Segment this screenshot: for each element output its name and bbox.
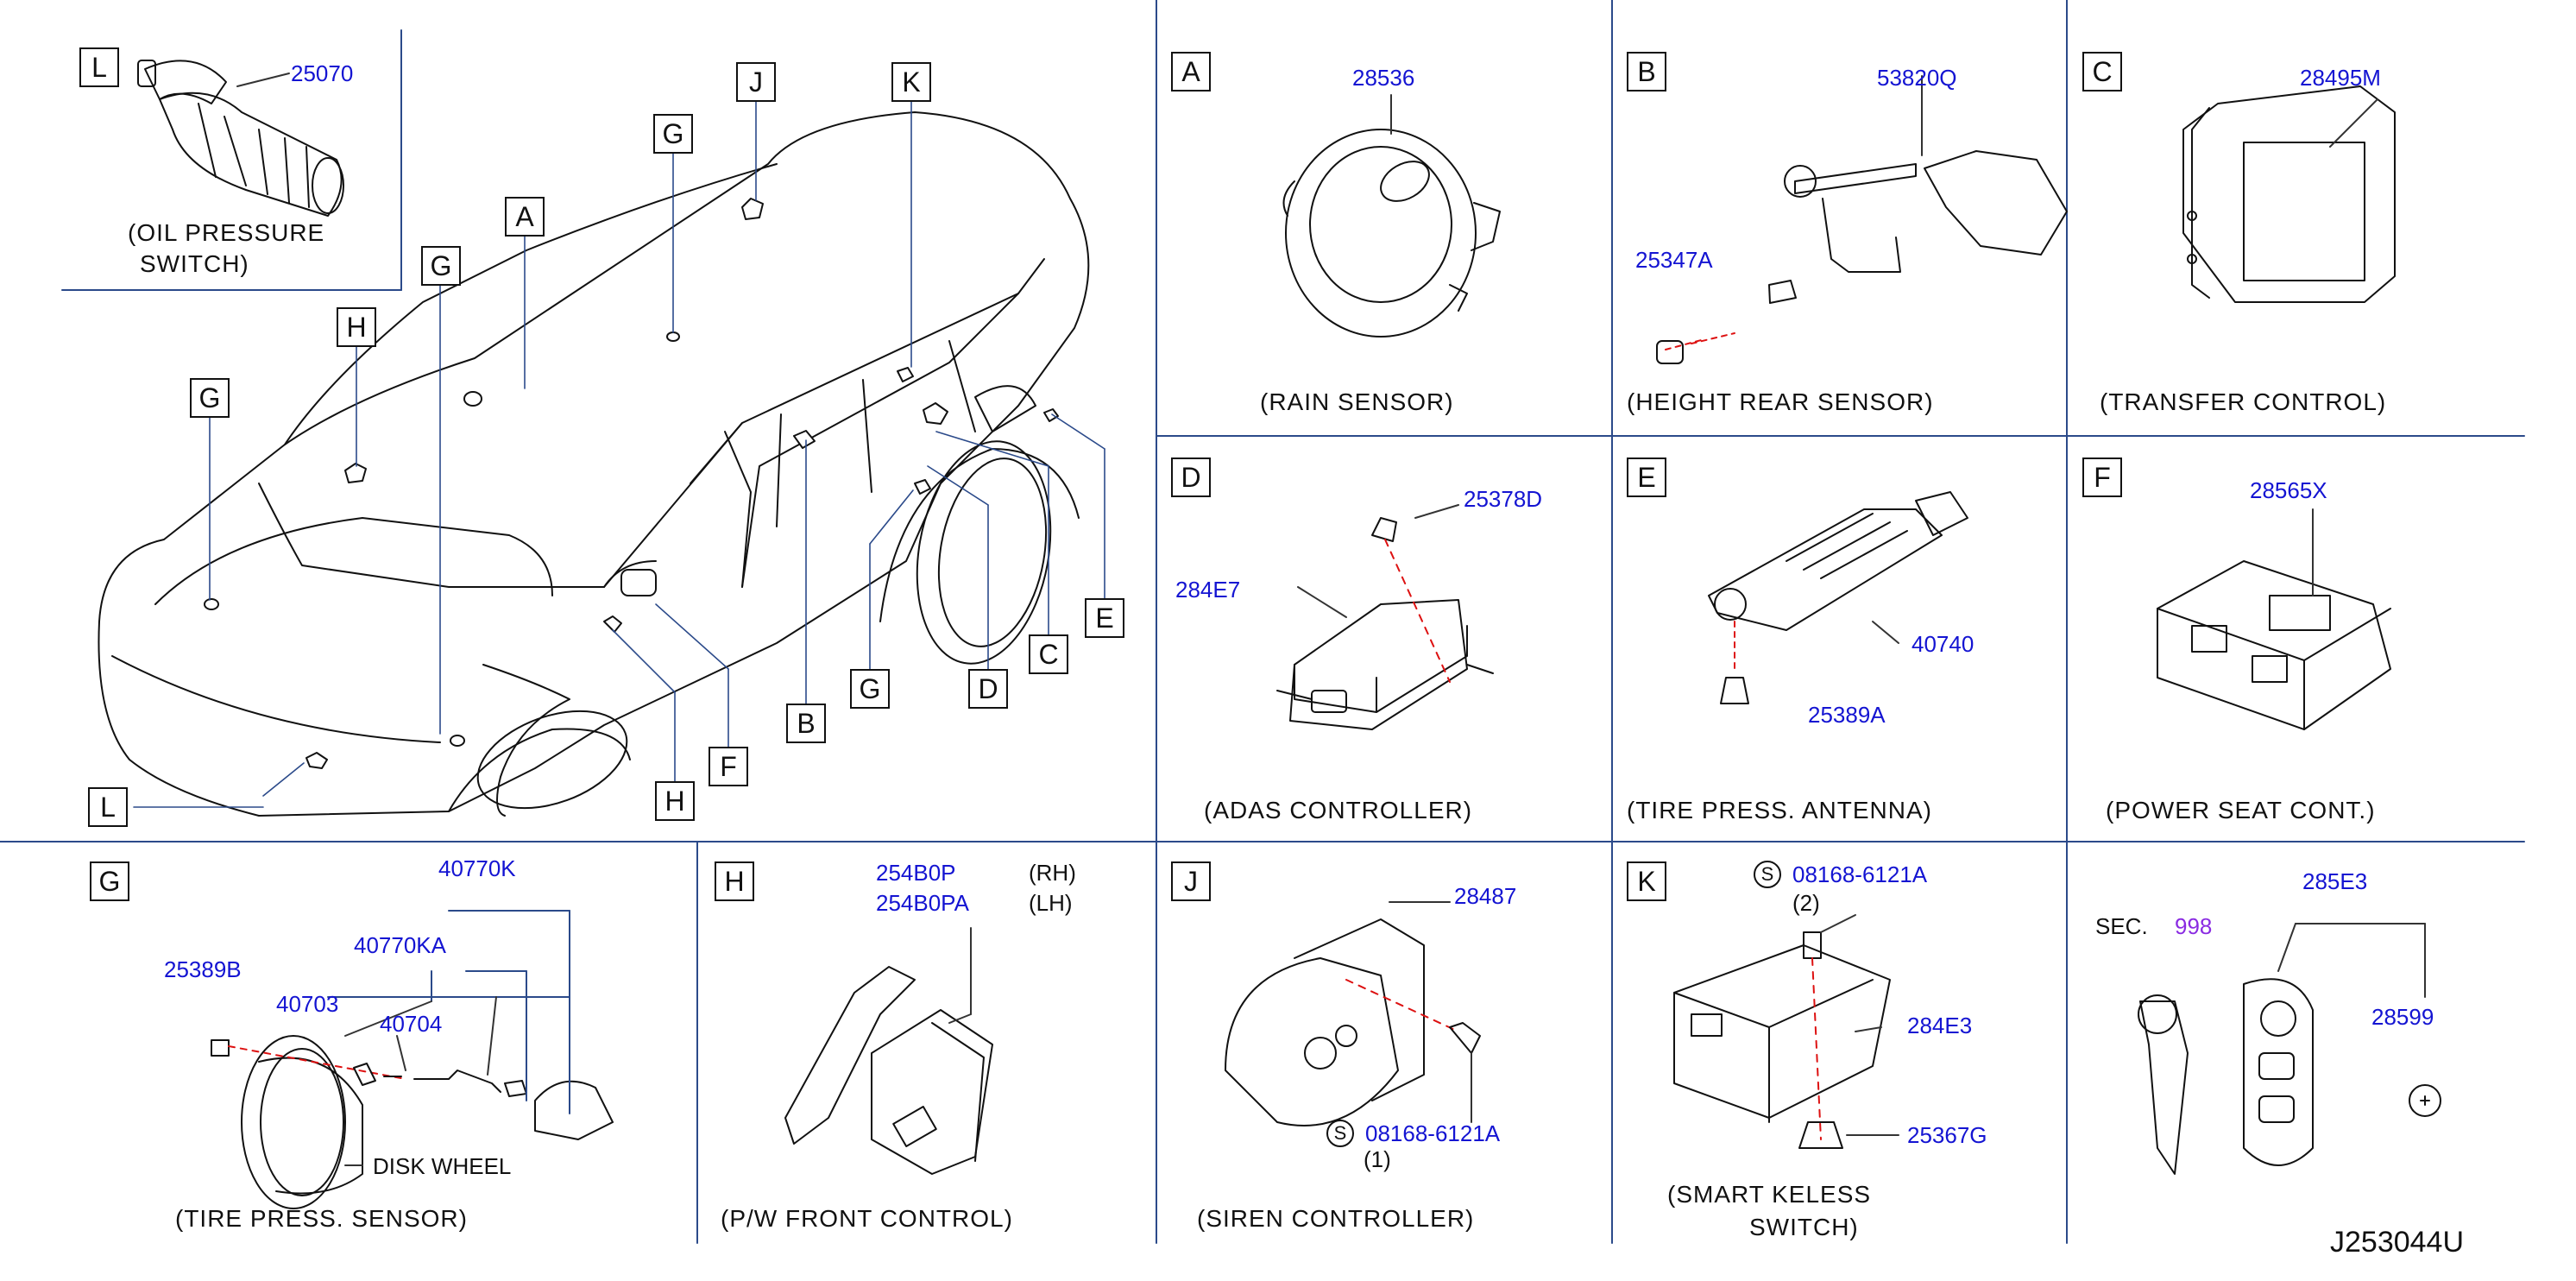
part-number-40770k: 40770K <box>438 855 516 881</box>
part-number-28487: 28487 <box>1454 883 1517 909</box>
caption-smart-keless-switch-2: SWITCH) <box>1749 1214 1859 1240</box>
panel-letter-f: F <box>2082 458 2122 497</box>
callout-l-top: L <box>79 47 119 87</box>
vehicle-part-markers <box>204 198 1059 769</box>
smart-keyless-switch-illustration <box>1673 914 1899 1149</box>
caption-siren-controller: (SIREN CONTROLLER) <box>1197 1205 1475 1232</box>
part-number-284e3: 284E3 <box>1907 1013 1973 1038</box>
panel-letter-a: A <box>1171 52 1211 92</box>
part-number-08168-6121a-j: 08168-6121A <box>1365 1120 1501 1146</box>
panel-letter-k: K <box>1627 861 1666 901</box>
callout-h-bottom: H <box>655 781 695 821</box>
part-number-25389b: 25389B <box>164 956 242 982</box>
part-number-53820q: 53820Q <box>1877 65 1957 91</box>
part-number-25378d: 25378D <box>1464 486 1543 512</box>
caption-oil-pressure-switch: (OIL PRESSURE <box>128 219 325 246</box>
part-number-28565x: 28565X <box>2250 477 2327 503</box>
label-disk-wheel: DISK WHEEL <box>373 1153 512 1179</box>
part-number-284e7: 284E7 <box>1175 577 1241 603</box>
transfer-control-illustration <box>2182 85 2396 303</box>
section-reference-998: 998 <box>2175 913 2213 939</box>
part-number-25347a: 25347A <box>1635 247 1713 273</box>
callout-g-front: G <box>190 378 230 418</box>
tire-pressure-antenna-illustration <box>1708 491 1968 704</box>
part-number-40770ka: 40770KA <box>354 932 446 958</box>
caption-height-rear-sensor: (HEIGHT REAR SENSOR) <box>1627 388 1934 415</box>
power-seat-control-illustration <box>2157 508 2391 730</box>
caption-power-seat-cont: (POWER SEAT CONT.) <box>2106 797 2376 824</box>
panel-grid <box>0 0 2525 1244</box>
caption-adas-controller: (ADAS CONTROLLER) <box>1204 797 1473 824</box>
service-part-mark: S <box>1326 1120 1354 1147</box>
adas-controller-illustration <box>1276 504 1494 730</box>
panel-letter-b: B <box>1627 52 1666 92</box>
label-lh: (LH) <box>1029 890 1073 916</box>
pw-front-control-illustration <box>784 927 993 1175</box>
service-part-mark-k: S <box>1754 861 1781 888</box>
part-number-40740: 40740 <box>1912 631 1975 657</box>
part-number-254b0pa: 254B0PA <box>876 890 969 916</box>
panel-letter-j: J <box>1171 861 1211 901</box>
panel-letter-h: H <box>715 861 754 901</box>
tire-pressure-sensor-illustration <box>211 910 614 1209</box>
panel-letter-d: D <box>1171 458 1211 497</box>
intelligent-key-illustration <box>2138 923 2441 1175</box>
oil-pressure-switch-illustration <box>137 60 344 217</box>
vehicle-leader-lines <box>133 101 1105 808</box>
callout-g-roof: G <box>653 114 693 154</box>
callout-e: E <box>1085 598 1124 638</box>
callout-a: A <box>505 197 545 237</box>
part-number-25389a: 25389A <box>1808 702 1886 728</box>
callout-k: K <box>891 62 931 102</box>
height-rear-sensor-illustration <box>1656 75 2068 364</box>
caption-tire-press-sensor: (TIRE PRESS. SENSOR) <box>175 1205 468 1232</box>
siren-controller-illustration <box>1225 901 1481 1126</box>
part-number-40703: 40703 <box>276 991 339 1017</box>
caption-oil-pressure-switch-2: SWITCH) <box>140 250 249 277</box>
part-number-25367g: 25367G <box>1907 1122 1987 1148</box>
part-number-08168-6121a-k: 08168-6121A <box>1792 861 1928 887</box>
panel-letter-e: E <box>1627 458 1666 497</box>
label-rh: (RH) <box>1029 860 1076 886</box>
quantity-2: (2) <box>1792 890 1820 916</box>
callout-b: B <box>786 704 826 743</box>
caption-tire-press-antenna: (TIRE PRESS. ANTENNA) <box>1627 797 1932 824</box>
part-number-285e3: 285E3 <box>2302 868 2368 894</box>
panel-letter-g: G <box>90 861 129 901</box>
callout-d: D <box>968 669 1008 709</box>
panel-letter-c: C <box>2082 52 2122 92</box>
part-number-40704: 40704 <box>380 1011 443 1037</box>
rain-sensor-illustration <box>1282 94 1501 338</box>
part-number-28495m: 28495M <box>2300 65 2381 91</box>
quantity-1: (1) <box>1364 1146 1391 1172</box>
callout-g-wheel: G <box>850 669 890 709</box>
part-number-28599: 28599 <box>2371 1004 2434 1030</box>
callout-l-bottom: L <box>88 787 128 827</box>
caption-rain-sensor: (RAIN SENSOR) <box>1260 388 1454 415</box>
callout-h-top: H <box>337 307 376 347</box>
caption-smart-keless-switch: (SMART KELESS <box>1667 1181 1872 1208</box>
caption-pw-front-control: (P/W FRONT CONTROL) <box>721 1205 1013 1232</box>
callout-j: J <box>736 62 776 102</box>
diagram-reference-id: J253044U <box>2330 1226 2465 1259</box>
callout-c: C <box>1029 634 1068 674</box>
callout-f: F <box>709 747 748 786</box>
part-number-254b0p: 254B0P <box>876 860 956 886</box>
part-number-25070: 25070 <box>291 60 354 86</box>
vehicle-illustration <box>98 111 1090 817</box>
label-sec: SEC. <box>2095 913 2148 939</box>
caption-transfer-control: (TRANSFER CONTROL) <box>2100 388 2387 415</box>
part-number-28536: 28536 <box>1352 65 1415 91</box>
callout-g-pillar: G <box>421 246 461 286</box>
